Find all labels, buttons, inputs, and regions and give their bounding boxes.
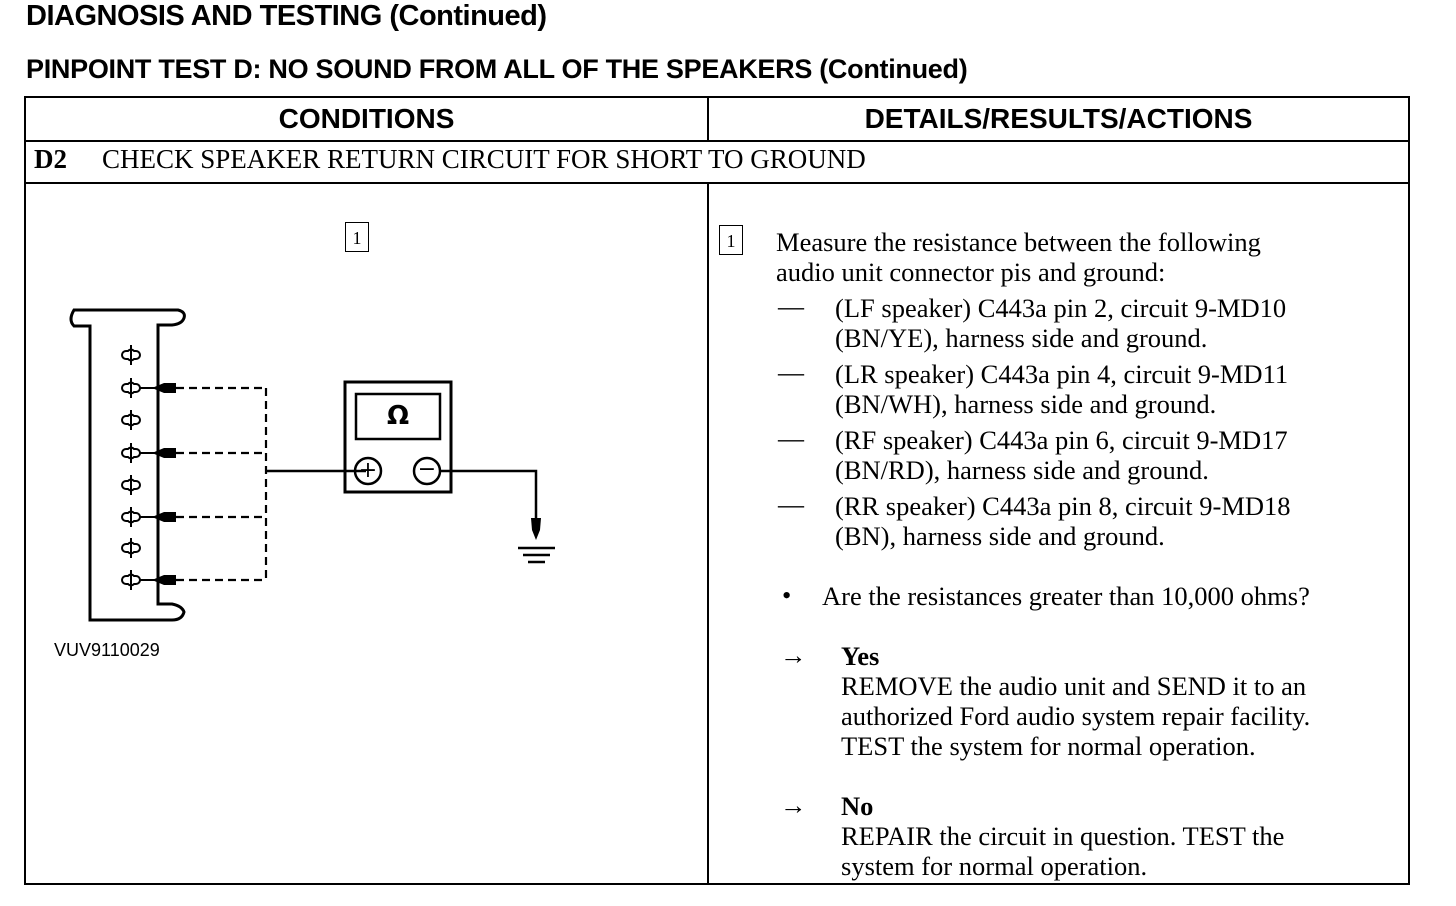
item-dash-3: — bbox=[778, 424, 804, 453]
step-row: D2 CHECK SPEAKER RETURN CIRCUIT FOR SHORT… bbox=[34, 144, 866, 175]
yes-label: Yes bbox=[841, 641, 880, 671]
column-divider bbox=[707, 184, 709, 883]
header-divider bbox=[707, 98, 709, 140]
negative-lead bbox=[440, 469, 538, 520]
item-3-line-1: (RF speaker) C443a pin 6, circuit 9-MD17 bbox=[835, 425, 1288, 455]
step-id: D2 bbox=[34, 144, 67, 174]
positive-terminal bbox=[353, 456, 383, 486]
figure-id: VUV9110029 bbox=[54, 640, 160, 660]
yes-line-1: REMOVE the audio unit and SEND it to an bbox=[841, 671, 1307, 701]
details-header: DETAILS/RESULTS/ACTIONS bbox=[864, 103, 1253, 134]
yes-line-3: TEST the system for normal operation. bbox=[841, 731, 1256, 761]
page-subtitle: PINPOINT TEST D: NO SOUND FROM ALL OF TH… bbox=[26, 54, 968, 84]
ground-icon bbox=[518, 546, 555, 564]
no-arrow-icon: → bbox=[780, 790, 807, 820]
connector-body bbox=[69, 308, 186, 622]
probe-tips bbox=[152, 383, 176, 585]
ohmmeter-body bbox=[343, 380, 453, 494]
item-4-line-1: (RR speaker) C443a pin 8, circuit 9-MD18 bbox=[835, 491, 1291, 521]
item-2-line-1: (LR speaker) C443a pin 4, circuit 9-MD11 bbox=[835, 359, 1289, 389]
page-title: DIAGNOSIS AND TESTING (Continued) bbox=[26, 0, 547, 32]
step-rule bbox=[26, 182, 1408, 184]
item-dash-2: — bbox=[778, 358, 804, 387]
no-line-1: REPAIR the circuit in question. TEST the bbox=[841, 821, 1285, 851]
ohmmeter-display bbox=[354, 392, 442, 441]
no-line-2: system for normal operation. bbox=[841, 851, 1148, 881]
figure-callout: 1 bbox=[345, 222, 369, 252]
ohm-symbol: Ω bbox=[386, 401, 410, 431]
instruction-line-2: audio unit connector pis and ground: bbox=[776, 257, 1166, 287]
ground-probe bbox=[531, 518, 541, 540]
instruction-line-1: Measure the resistance between the follo… bbox=[776, 227, 1261, 257]
item-1-line-2: (BN/YE), harness side and ground. bbox=[835, 323, 1208, 353]
conditions-header: CONDITIONS bbox=[278, 103, 455, 134]
dashed-wires bbox=[176, 386, 268, 582]
no-label: No bbox=[841, 791, 874, 821]
item-4-line-2: (BN), harness side and ground. bbox=[835, 521, 1165, 551]
step-title: CHECK SPEAKER RETURN CIRCUIT FOR SHORT T… bbox=[102, 144, 866, 174]
header-rule bbox=[26, 140, 1408, 142]
minus-symbol: − bbox=[417, 457, 437, 482]
details-callout: 1 bbox=[719, 225, 743, 255]
connector-pins bbox=[120, 345, 142, 590]
probe-leads bbox=[140, 387, 166, 581]
pinpoint-table: CONDITIONS DETAILS/RESULTS/ACTIONS D2 CHE… bbox=[24, 96, 1410, 885]
item-dash-4: — bbox=[778, 490, 804, 519]
plus-symbol: + bbox=[358, 458, 378, 483]
yes-arrow-icon: → bbox=[780, 640, 807, 670]
item-2-line-2: (BN/WH), harness side and ground. bbox=[835, 389, 1217, 419]
question-text: Are the resistances greater than 10,000 … bbox=[822, 581, 1310, 611]
yes-line-2: authorized Ford audio system repair faci… bbox=[841, 701, 1311, 731]
item-dash-1: — bbox=[778, 292, 804, 321]
item-1-line-1: (LF speaker) C443a pin 2, circuit 9-MD10 bbox=[835, 293, 1287, 323]
question-bullet: • bbox=[782, 580, 792, 610]
item-3-line-2: (BN/RD), harness side and ground. bbox=[835, 455, 1209, 485]
